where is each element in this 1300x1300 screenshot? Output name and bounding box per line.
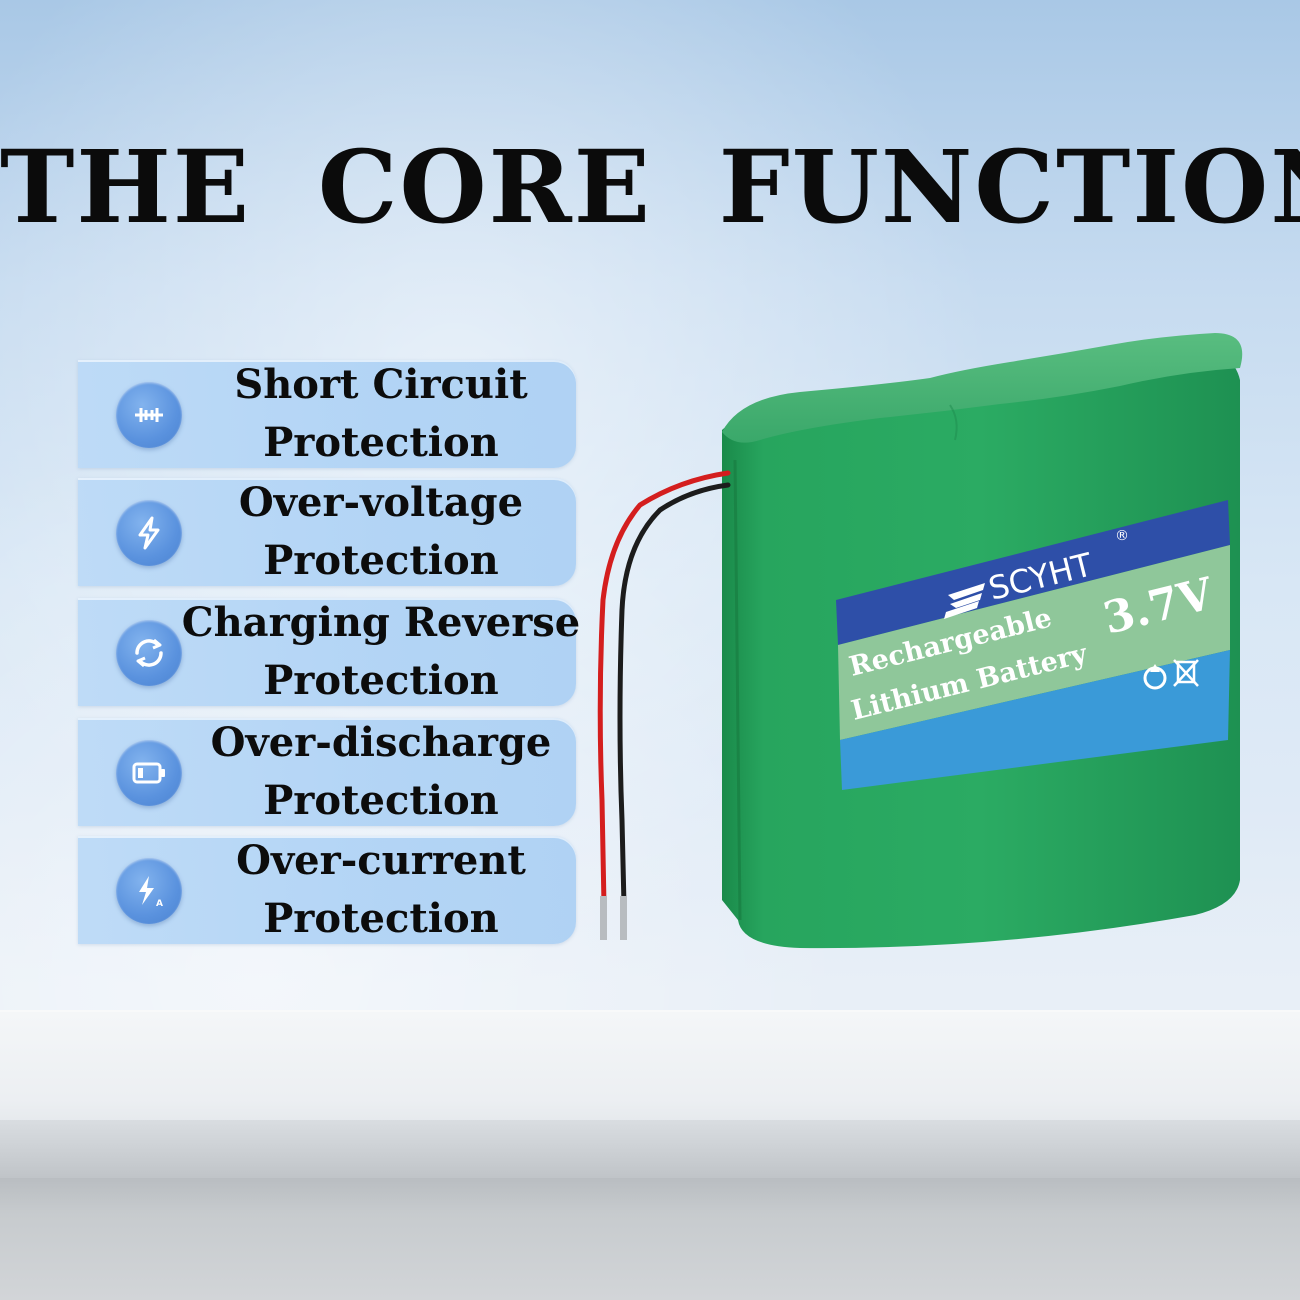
feature-line2: Protection <box>263 419 499 466</box>
feature-over-voltage: Over-voltage Protection <box>78 478 576 586</box>
battery-icon <box>116 740 182 806</box>
feature-label: Over-current Protection <box>186 836 576 944</box>
recycle-icon <box>1143 664 1167 690</box>
shelf-surface <box>0 1010 1300 1137</box>
feature-over-discharge: Over-discharge Protection <box>78 718 576 826</box>
feature-line2: Protection <box>263 537 499 584</box>
feature-short-circuit: Short Circuit Protection <box>78 360 576 468</box>
reverse-arrows-icon <box>116 620 182 686</box>
short-circuit-icon <box>116 382 182 448</box>
battery-label <box>836 500 1230 790</box>
feature-label: Over-discharge Protection <box>186 718 576 826</box>
feature-line1: Charging Reverse <box>181 599 581 646</box>
feature-over-current: A Over-current Protection <box>78 836 576 944</box>
current-bolt-icon: A <box>116 858 182 924</box>
feature-label: Short Circuit Protection <box>186 360 576 468</box>
shelf-edge <box>0 1120 1300 1180</box>
lightning-icon <box>116 500 182 566</box>
battery-top <box>722 333 1243 443</box>
feature-line1: Over-discharge <box>210 719 552 766</box>
feature-line1: Short Circuit <box>234 361 528 408</box>
feature-charging-reverse: Charging Reverse Protection <box>78 598 580 706</box>
no-trash-bin-icon <box>1173 659 1199 687</box>
feature-label: Charging Reverse Protection <box>182 598 580 706</box>
feature-line2: Protection <box>263 657 499 704</box>
feature-label: Over-voltage Protection <box>186 478 576 586</box>
registered-mark: ® <box>1115 528 1129 544</box>
lead-wires <box>597 470 731 940</box>
brand-logo <box>944 583 985 619</box>
feature-line2: Protection <box>263 895 499 942</box>
floor <box>0 1178 1300 1300</box>
page-title: THE CORE FUNCTION <box>0 128 1300 246</box>
feature-line2: Protection <box>263 777 499 824</box>
svg-text:A: A <box>156 899 163 909</box>
feature-line1: Over-voltage <box>238 479 524 526</box>
feature-line1: Over-current <box>236 837 526 884</box>
